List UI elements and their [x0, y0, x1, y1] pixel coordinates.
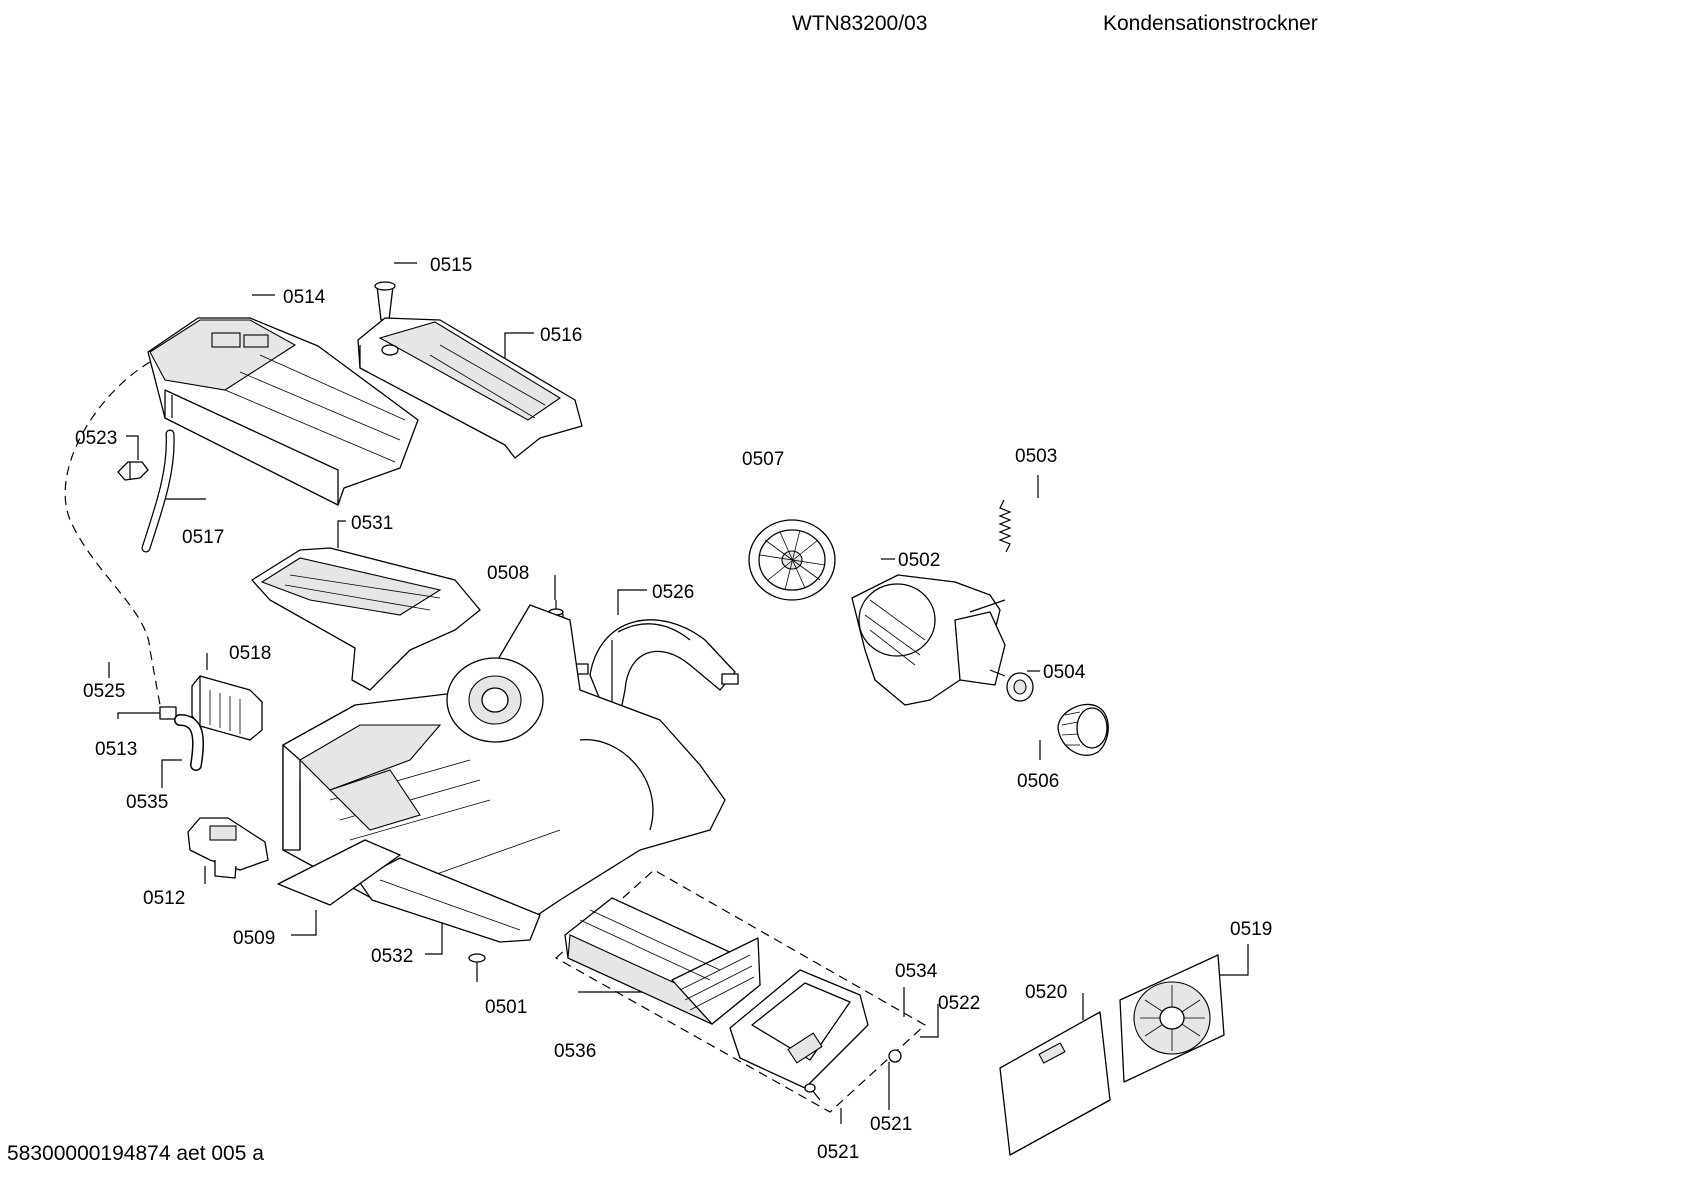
- tank-lid-drawing: [357, 317, 583, 459]
- drain-hose-route: [64, 361, 161, 706]
- spring-drawing: [998, 499, 1012, 553]
- grille-panel-drawing: [1119, 954, 1225, 1083]
- part-label-0503: 0503: [1015, 446, 1057, 467]
- part-label-0502: 0502: [898, 550, 940, 571]
- clip-0521-drawing: [804, 1049, 902, 1101]
- pump-drawing: [187, 817, 269, 879]
- lint-filter-drawing: [729, 969, 869, 1089]
- connector-0513-drawing: [159, 706, 177, 720]
- cover-0518-drawing: [191, 675, 263, 741]
- service-panel-drawing: [999, 1011, 1111, 1156]
- part-label-0526: 0526: [652, 582, 694, 603]
- part-label-0536: 0536: [554, 1041, 596, 1062]
- part-label-0531: 0531: [351, 513, 393, 534]
- part-label-0508: 0508: [487, 563, 529, 584]
- part-label-0504: 0504: [1043, 662, 1086, 683]
- drum-cover-drawing: [571, 619, 739, 716]
- document-id: 58300000194874 aet 005 a: [7, 1142, 264, 1165]
- blower-wheel-drawing: [1057, 703, 1109, 756]
- part-label-0506: 0506: [1017, 771, 1059, 792]
- side-rail-drawing: [357, 857, 541, 943]
- part-label-0519: 0519: [1230, 919, 1272, 940]
- water-tank-drawing: [147, 317, 419, 506]
- part-label-0523: 0523: [75, 428, 117, 449]
- air-duct-drawing: [251, 547, 481, 691]
- part-label-0520: 0520: [1025, 982, 1067, 1003]
- tank-cap-drawing: [374, 281, 396, 321]
- condenser-drawing: [564, 897, 761, 1025]
- leader-lines: [108, 262, 1249, 1124]
- part-label-0521-a: 0521: [870, 1114, 912, 1135]
- hose-clip-drawing: [117, 461, 149, 481]
- part-label-0514: 0514: [283, 287, 326, 308]
- part-label-0515: 0515: [430, 255, 472, 276]
- condenser-group-outline: [554, 869, 927, 1113]
- bushing-drawing: [1006, 672, 1034, 702]
- part-label-0532: 0532: [371, 946, 413, 967]
- part-label-0521-b: 0521: [817, 1142, 859, 1163]
- model-number: WTN83200/03: [792, 12, 928, 35]
- part-label-0512: 0512: [143, 888, 185, 909]
- part-label-0509: 0509: [233, 928, 275, 949]
- part-label-0507: 0507: [742, 449, 784, 470]
- part-label-0513: 0513: [95, 739, 137, 760]
- part-label-0516: 0516: [540, 325, 582, 346]
- part-label-0525: 0525: [83, 681, 125, 702]
- part-label-0534: 0534: [895, 961, 938, 982]
- part-label-0517: 0517: [182, 527, 224, 548]
- plate-0509-drawing: [277, 839, 401, 906]
- part-label-0535: 0535: [126, 792, 168, 813]
- motor-drawing: [851, 574, 1006, 706]
- screw-drawing: [468, 953, 486, 972]
- part-label-0522: 0522: [938, 993, 980, 1014]
- fan-wheel-drawing: [748, 519, 836, 601]
- part-label-0518: 0518: [229, 643, 271, 664]
- product-name: Kondensationstrockner: [1103, 12, 1318, 35]
- part-label-0501: 0501: [485, 997, 527, 1018]
- part-labels: 0515 0514 0516 0523 0517 0531 0507 0503 …: [75, 255, 1272, 1163]
